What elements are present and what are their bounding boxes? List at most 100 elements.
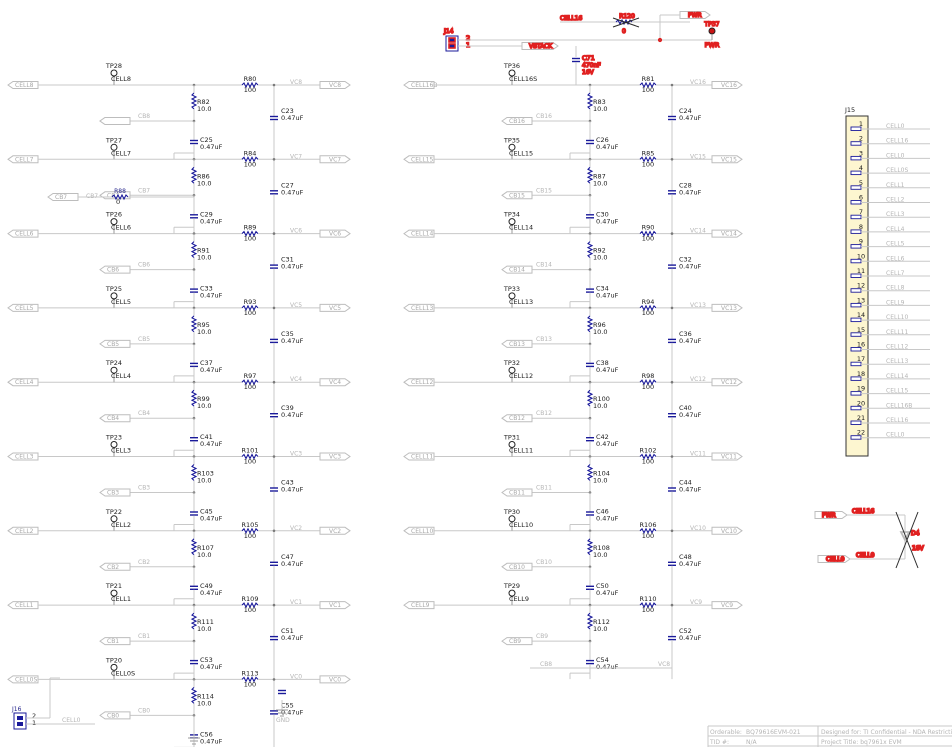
capacitor-symbol [668, 413, 676, 418]
vc-net-label: VC12 [690, 376, 706, 383]
lower-cap-ref: C38 [596, 359, 609, 367]
net-label: CELL0S [886, 167, 908, 174]
vc-net-label: VC1 [290, 599, 302, 606]
net-label: CELL1 [886, 182, 905, 189]
capacitor-symbol [270, 264, 278, 269]
net-label: CELL5 [886, 241, 905, 248]
vc-output-flag [711, 229, 743, 238]
resistor-symbol [639, 601, 657, 609]
pin-number: 1 [466, 41, 470, 49]
resistor-ref: R101 [242, 447, 259, 455]
balance-resistor-ref: R82 [197, 98, 210, 106]
pin-icon [850, 405, 862, 411]
capacitor-symbol [668, 635, 676, 641]
test-point-icon [110, 589, 118, 597]
test-point-ref: TP33 [503, 285, 520, 293]
vc-output-flag [319, 303, 351, 312]
upper-cap-value: 0.47uF [679, 114, 702, 122]
pin-icon [850, 214, 862, 220]
cell-net-label: CELL15 [509, 149, 533, 157]
vc-net-label: VC16 [690, 79, 706, 86]
vc-flag-label: VC14 [721, 231, 737, 238]
lower-cap-value: 0.47uF [200, 515, 223, 523]
cell-net-label: CELL0S [111, 669, 135, 677]
junction-dot [670, 158, 674, 161]
cb-flag [99, 637, 131, 646]
balance-resistor-value: 10.0 [197, 699, 211, 707]
vc-output-flag [711, 303, 743, 312]
test-point-ref: TP28 [105, 62, 122, 70]
connector-ref: J15 [844, 106, 855, 114]
resistor-symbol [241, 676, 259, 683]
resistor-symbol [586, 166, 594, 184]
vc-flag-label: VC2 [329, 528, 341, 535]
cb-flag [501, 265, 533, 274]
pin-number: 9 [859, 238, 863, 246]
vc-output-flag [711, 601, 743, 610]
cell-input-label: CELL0S [15, 676, 37, 683]
balance-resistor-ref: R91 [197, 247, 210, 255]
vc-flag-label: VC4 [329, 379, 341, 386]
cell-net-label: CELL8 [111, 75, 131, 83]
balance-resistor-value: 10.0 [197, 402, 211, 410]
lower-cap-ref: C26 [596, 136, 609, 144]
upper-cap-value: 0.47uF [679, 634, 702, 642]
cb-net-label: CB2 [138, 559, 150, 566]
resistor-symbol [241, 230, 259, 237]
resistor-value: 100 [642, 383, 654, 391]
balance-resistor-value: 10.0 [197, 625, 211, 633]
balance-resistor-value: 10.0 [593, 105, 607, 113]
vc-flag-label: VC1 [329, 602, 341, 609]
resistor-value: 100 [642, 309, 654, 317]
junction-dot [670, 83, 674, 87]
junction-dot [670, 529, 674, 533]
vstack-flag [521, 42, 559, 50]
upper-cap-ref: C24 [679, 107, 692, 115]
pwr-flag [679, 11, 711, 19]
cb-flag-label: CB1 [107, 638, 119, 645]
net-label: CELL8 [886, 285, 905, 292]
vc-net-label: VC0 [290, 673, 302, 680]
junction-dot [670, 455, 674, 458]
pin-number: 14 [857, 311, 865, 319]
balance-resistor-ref: R103 [197, 470, 214, 478]
cb-flag-label: CB5 [107, 341, 119, 348]
upper-cap-ref: C35 [281, 330, 294, 338]
pin-number: 3 [859, 149, 863, 157]
upper-cap-value: 0.47uF [679, 337, 702, 345]
pin-icon [850, 347, 862, 352]
pin-icon [850, 317, 862, 323]
capacitor-symbol [270, 710, 278, 715]
net-label: CELL7 [886, 270, 905, 277]
cb-net-label: CB6 [138, 262, 150, 269]
junction-dot [272, 306, 276, 310]
balance-resistor-ref: R114 [197, 692, 214, 700]
cb-flag [501, 488, 533, 497]
lower-cap-ref: C45 [200, 508, 213, 516]
capacitor-symbol [572, 57, 580, 63]
capacitor-symbol [586, 288, 594, 293]
cell-net-label: CELL1 [111, 595, 131, 603]
vc-output-flag [711, 378, 743, 387]
junction-dot [657, 37, 663, 43]
cap-voltage: 16V [582, 69, 595, 76]
balance-resistor-value: 10.0 [593, 179, 607, 187]
lower-cap-value: 0.47uF [200, 663, 223, 671]
pin-number: 22 [857, 429, 865, 437]
upper-cap-value: 0.47uF [679, 188, 702, 196]
cb-net-label: CB4 [138, 410, 150, 417]
lower-cap-value: 0.47uF [596, 366, 619, 374]
resistor-symbol [241, 156, 259, 163]
cb-flag-label: CB13 [509, 341, 525, 348]
resistor-value: 100 [244, 235, 256, 243]
capacitor-symbol [278, 689, 286, 695]
lower-cap-ref: C53 [200, 656, 213, 664]
cell-input-label: CELL14 [411, 231, 433, 238]
pin-number: 8 [859, 223, 863, 231]
resistor-ref: R88 [114, 188, 126, 195]
